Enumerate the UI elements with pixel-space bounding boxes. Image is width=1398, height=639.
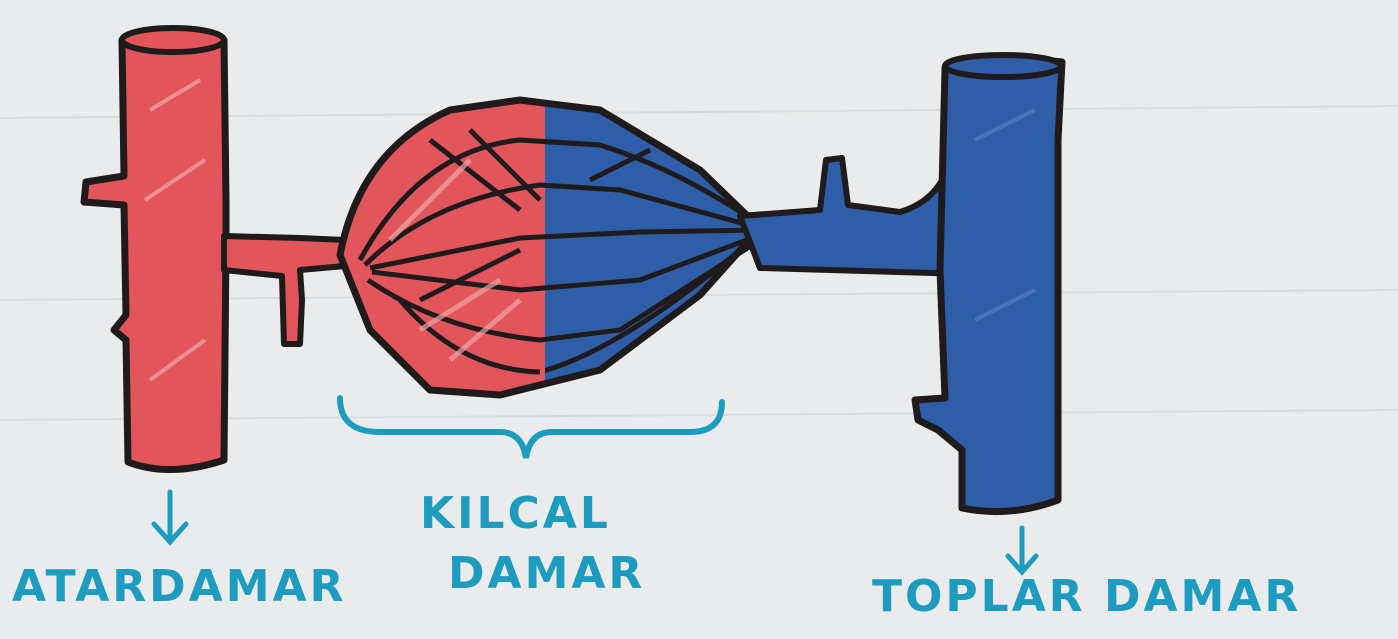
artery-label: ATARDAMAR	[12, 565, 346, 609]
capillary-label-line1: KILCAL	[420, 492, 611, 536]
capillary-label-line2: DAMAR	[448, 552, 645, 596]
vein-label: TOPLAR DAMAR	[872, 575, 1301, 619]
arteriole	[224, 236, 345, 344]
vein-vessel	[915, 55, 1062, 512]
down-arrow-icon	[154, 492, 186, 542]
artery-vessel	[84, 28, 226, 470]
down-arrow-icon	[1008, 528, 1036, 572]
brace-icon	[340, 398, 722, 458]
